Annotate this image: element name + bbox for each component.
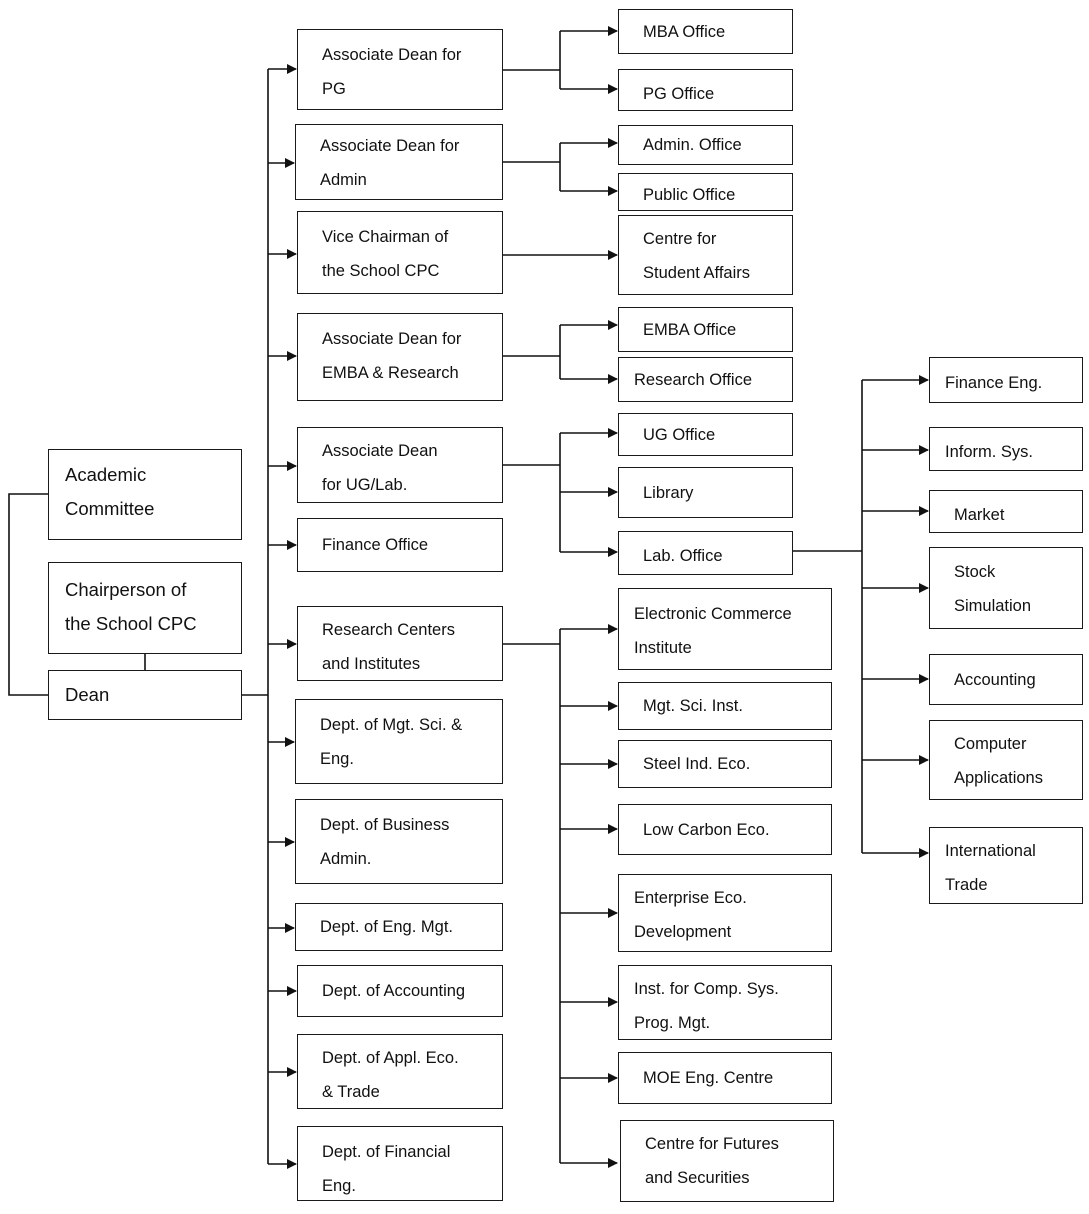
finance-office-box: Finance Office <box>297 518 503 572</box>
dean-box: Dean <box>48 670 242 720</box>
admin-office-box: Admin. Office <box>618 125 793 165</box>
vice-chairman-box: Vice Chairman of the School CPC <box>297 211 503 294</box>
chairperson-box: Chairperson of the School CPC <box>48 562 242 654</box>
international-trade-lab-box: International Trade <box>929 827 1083 904</box>
academic-committee-box: Academic Committee <box>48 449 242 540</box>
dept-accounting-box: Dept. of Accounting <box>297 965 503 1017</box>
emba-office-box: EMBA Office <box>618 307 793 352</box>
dept-fin-eng-box: Dept. of Financial Eng. <box>297 1126 503 1201</box>
comp-sys-box: Inst. for Comp. Sys. Prog. Mgt. <box>618 965 832 1040</box>
steel-ind-eco-box: Steel Ind. Eco. <box>618 740 832 788</box>
associate-dean-admin-box: Associate Dean for Admin <box>295 124 503 200</box>
public-office-box: Public Office <box>618 173 793 211</box>
associate-dean-pg-box: Associate Dean for PG <box>297 29 503 110</box>
committee-bracket-line <box>8 493 48 696</box>
research-office-box: Research Office <box>618 357 793 402</box>
pg-office-box: PG Office <box>618 69 793 111</box>
dept-business-box: Dept. of Business Admin. <box>295 799 503 884</box>
associate-dean-emba-box: Associate Dean for EMBA & Research <box>297 313 503 401</box>
enterprise-eco-box: Enterprise Eco. Development <box>618 874 832 952</box>
student-affairs-box: Centre for Student Affairs <box>618 215 793 295</box>
associate-dean-ug-box: Associate Dean for UG/Lab. <box>297 427 503 503</box>
lab-office-box: Lab. Office <box>618 531 793 575</box>
dept-eng-mgt-box: Dept. of Eng. Mgt. <box>295 903 503 951</box>
research-centers-box: Research Centers and Institutes <box>297 606 503 681</box>
moe-eng-centre-box: MOE Eng. Centre <box>618 1052 832 1104</box>
dept-mgt-sci-box: Dept. of Mgt. Sci. & Eng. <box>295 699 503 784</box>
library-box: Library <box>618 467 793 518</box>
dept-appl-eco-box: Dept. of Appl. Eco. & Trade <box>297 1034 503 1109</box>
low-carbon-eco-box: Low Carbon Eco. <box>618 804 832 855</box>
futures-centre-box: Centre for Futures and Securities <box>620 1120 834 1202</box>
inform-sys-lab-box: Inform. Sys. <box>929 427 1083 471</box>
ug-office-box: UG Office <box>618 413 793 456</box>
market-lab-box: Market <box>929 490 1083 533</box>
mgt-sci-inst-box: Mgt. Sci. Inst. <box>618 682 832 730</box>
ecommerce-institute-box: Electronic Commerce Institute <box>618 588 832 670</box>
mba-office-box: MBA Office <box>618 9 793 54</box>
stock-simulation-lab-box: Stock Simulation <box>929 547 1083 629</box>
accounting-lab-box: Accounting <box>929 654 1083 705</box>
finance-eng-lab-box: Finance Eng. <box>929 357 1083 403</box>
computer-applications-lab-box: Computer Applications <box>929 720 1083 800</box>
